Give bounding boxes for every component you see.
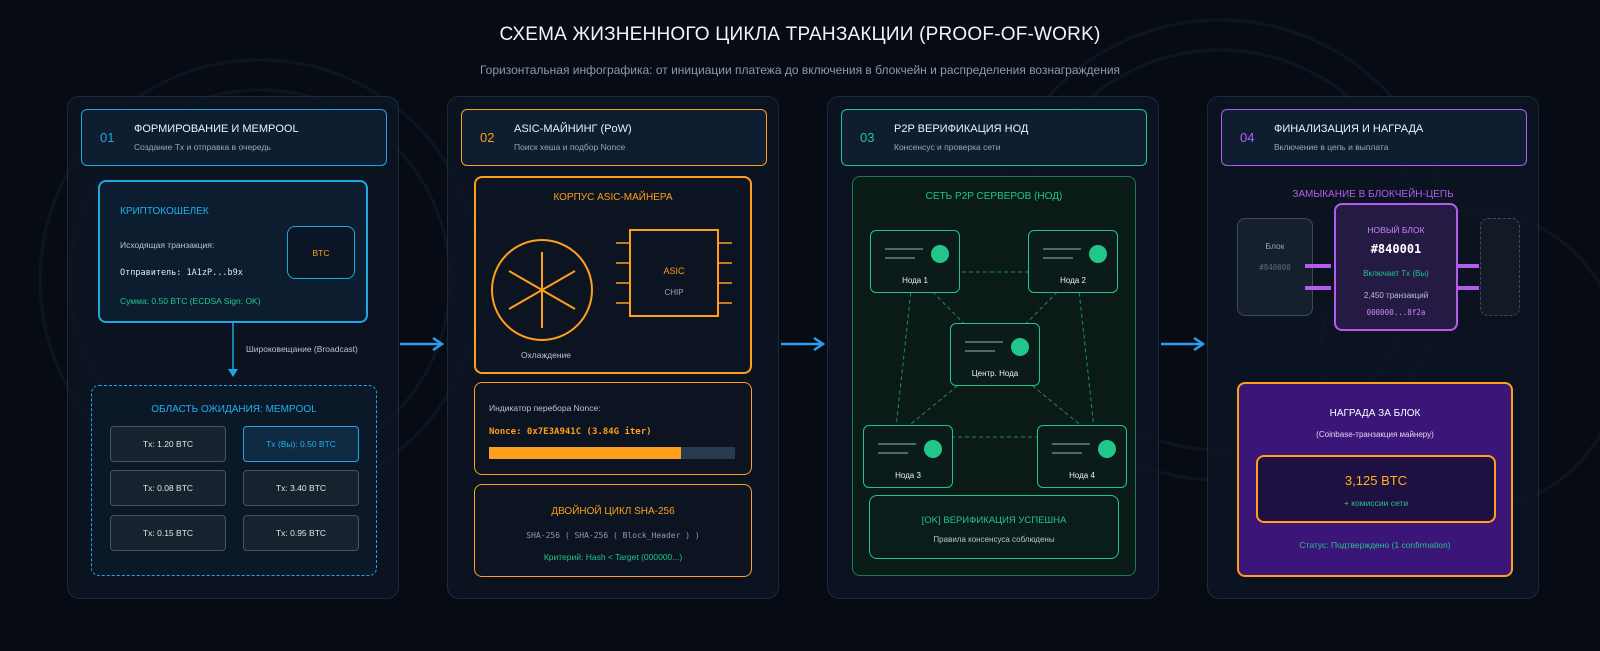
block-reward-title: НАГРАДА ЗА БЛОК	[1329, 408, 1421, 419]
nonce-label: Индикатор перебора Nonce:	[489, 403, 601, 413]
new-block-number: #840001	[1370, 242, 1422, 256]
wallet-box: КРИПТОКОШЕЛЕК Исходящая транзакция: Отпр…	[98, 180, 368, 323]
block-reward-box: НАГРАДА ЗА БЛОК (Coinbase-транзакция май…	[1237, 382, 1513, 577]
asic-miner-title: КОРПУС ASIC-МАЙНЕРА	[553, 192, 673, 203]
reward-fees: + комиссии сети	[1343, 498, 1409, 508]
mempool-title: ОБЛАСТЬ ОЖИДАНИЯ: MEMPOOL	[151, 404, 317, 415]
stage2-desc: Поиск хеша и подбор Nonce	[514, 142, 626, 152]
mempool-tx: Tx: 1.20 BTC	[110, 426, 226, 462]
stage1-desc: Создание Tx и отправка в очередь	[134, 142, 271, 152]
nonce-value: Nonce: 0x7E3A941C (3.84G iter)	[489, 427, 652, 437]
verification-result-box: [OK] ВЕРИФИКАЦИЯ УСПЕШНА Правила консенс…	[869, 495, 1119, 559]
new-block-hash: 000000...8f2a	[1366, 308, 1426, 317]
mempool-tx: Tx: 0.15 BTC	[110, 515, 226, 551]
stage1-header: 01 ФОРМИРОВАНИЕ И MEMPOOL Создание Tx и …	[81, 109, 387, 166]
stage3-desc: Консенсус и проверка сети	[894, 142, 1001, 152]
stage3-header: 03 P2P ВЕРИФИКАЦИЯ НОД Консенсус и прове…	[841, 109, 1147, 166]
stage4-desc: Включение в цепь и выплата	[1274, 142, 1389, 152]
node-label: Нода 2	[1060, 276, 1086, 285]
wallet-sender: Отправитель: 1A1zP...b9x	[120, 268, 243, 278]
broadcast-arrow	[228, 323, 238, 377]
stage1-number: 01	[100, 130, 115, 145]
stage-arrow-1-2	[400, 337, 445, 351]
chain-title: ЗАМЫКАНИЕ В БЛОКЧЕЙН-ЦЕПЬ	[1292, 189, 1454, 200]
asic-miner-box: КОРПУС ASIC-МАЙНЕРА Охлаждение ASIC CHIP	[474, 176, 752, 374]
previous-block-label: Блок	[1265, 241, 1285, 251]
verification-result-desc: Правила консенсуса соблюдены	[933, 535, 1055, 544]
stage4-header: 04 ФИНАЛИЗАЦИЯ И НАГРАДА Включение в цеп…	[1221, 109, 1527, 166]
asic-chip-label: ASIC	[663, 266, 685, 276]
p2p-center-node: Центр. Нода	[950, 323, 1040, 386]
new-block-label: НОВЫЙ БЛОК	[1367, 225, 1425, 235]
btc-badge: BTC	[287, 226, 355, 279]
node-status-icon	[1098, 440, 1116, 458]
mempool-tx: Tx: 0.95 BTC	[243, 515, 359, 551]
broadcast-label: Широковещание (Broadcast)	[246, 344, 358, 354]
p2p-network-title: СЕТЬ P2P СЕРВЕРОВ (НОД)	[925, 191, 1063, 202]
page-subtitle: Горизонтальная инфографика: от инициации…	[479, 63, 1121, 77]
p2p-node: Нода 3	[863, 425, 953, 488]
block-reward-sub: (Coinbase-транзакция майнеру)	[1316, 430, 1434, 439]
stage4-name: ФИНАЛИЗАЦИЯ И НАГРАДА	[1274, 123, 1424, 135]
stage4-number: 04	[1240, 130, 1255, 145]
sha256-title: ДВОЙНОЙ ЦИКЛ SHA-256	[551, 506, 675, 517]
stage2-header: 02 ASIC-МАЙНИНГ (PoW) Поиск хеша и подбо…	[461, 109, 767, 166]
stage3-name: P2P ВЕРИФИКАЦИЯ НОД	[894, 123, 1029, 135]
p2p-node: Нода 2	[1028, 230, 1118, 293]
sha256-formula: SHA-256 ( SHA-256 ( Block_Header ) )	[526, 531, 700, 540]
fan-label: Охлаждение	[521, 350, 571, 360]
verification-result-title: [OK] ВЕРИФИКАЦИЯ УСПЕШНА	[921, 515, 1067, 526]
wallet-label: Исходящая транзакция:	[120, 240, 215, 250]
stage2-number: 02	[480, 130, 495, 145]
node-label: Нода 1	[902, 276, 928, 285]
new-block-includes: Включает Tx (Вы)	[1363, 269, 1429, 278]
btc-badge-label: BTC	[312, 247, 330, 258]
node-label: Нода 4	[1069, 471, 1095, 480]
confirmation-status: Статус: Подтверждено (1 confirmation)	[1299, 540, 1451, 550]
mempool-tx-own: Tx (Вы): 0.50 BTC	[243, 426, 359, 462]
previous-block-number: #840000	[1259, 263, 1291, 272]
nonce-progress-track	[489, 447, 735, 459]
asic-chip-sublabel: CHIP	[664, 288, 684, 297]
chain-links	[1305, 264, 1479, 290]
new-block: НОВЫЙ БЛОК #840001 Включает Tx (Вы) 2,45…	[1334, 203, 1458, 331]
p2p-node: Нода 4	[1037, 425, 1127, 488]
mempool-tx: Tx: 3.40 BTC	[243, 470, 359, 506]
previous-block: Блок #840000	[1237, 218, 1313, 316]
asic-chip-icon	[616, 229, 732, 317]
wallet-title: КРИПТОКОШЕЛЕК	[120, 206, 209, 217]
nonce-box: Индикатор перебора Nonce: Nonce: 0x7E3A9…	[474, 382, 752, 475]
page-title: СХЕМА ЖИЗНЕННОГО ЦИКЛА ТРАНЗАКЦИИ (PROOF…	[499, 24, 1101, 45]
new-block-tx-count: 2,450 транзакций	[1363, 291, 1429, 300]
node-status-icon	[1089, 245, 1107, 263]
cooling-fan-icon	[491, 239, 593, 341]
nonce-progress-fill	[489, 447, 681, 459]
p2p-network-box: СЕТЬ P2P СЕРВЕРОВ (НОД) Нода 1 Нода 2 Це…	[852, 176, 1136, 576]
next-block-placeholder	[1480, 218, 1520, 316]
sha256-box: ДВОЙНОЙ ЦИКЛ SHA-256 SHA-256 ( SHA-256 (…	[474, 484, 752, 577]
stage1-name: ФОРМИРОВАНИЕ И MEMPOOL	[134, 123, 299, 135]
stage-arrow-3-4	[1161, 337, 1206, 351]
p2p-node: Нода 1	[870, 230, 960, 293]
reward-amount: 3,125 BTC	[1344, 473, 1408, 488]
node-label: Нода 3	[895, 471, 921, 480]
mempool-tx: Tx: 0.08 BTC	[110, 470, 226, 506]
sha256-criterion: Критерий: Hash < Target (000000...)	[543, 552, 683, 562]
node-status-icon	[1011, 338, 1029, 356]
node-status-icon	[931, 245, 949, 263]
wallet-amount: Сумма: 0.50 BTC (ECDSA Sign: OK)	[120, 296, 261, 306]
stage3-number: 03	[860, 130, 875, 145]
mempool-box: ОБЛАСТЬ ОЖИДАНИЯ: MEMPOOL Tx: 1.20 BTC T…	[91, 385, 377, 576]
reward-amount-box: 3,125 BTC + комиссии сети	[1256, 455, 1496, 523]
stage2-name: ASIC-МАЙНИНГ (PoW)	[514, 123, 632, 135]
node-status-icon	[924, 440, 942, 458]
node-label: Центр. Нода	[971, 369, 1019, 378]
stage-arrow-2-3	[781, 337, 826, 351]
